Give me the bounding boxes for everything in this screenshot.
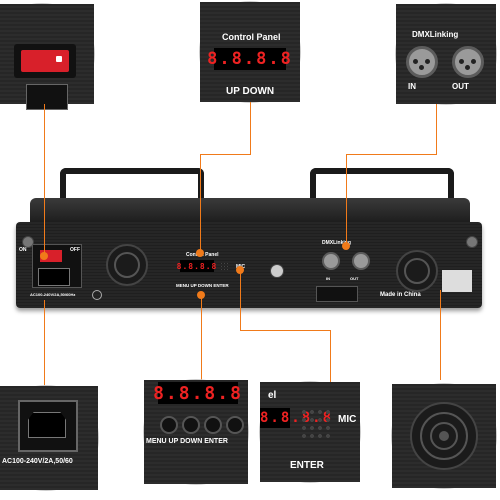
callout-line: [44, 104, 45, 254]
dmx-label: DMXLinking: [412, 30, 459, 39]
body-dmx-label: DMXLinking: [322, 240, 351, 246]
callout-line: [201, 295, 202, 385]
enter-button[interactable]: [226, 416, 244, 434]
control-panel-label: Control Panel: [222, 32, 281, 42]
dmx-in-connector[interactable]: [406, 46, 438, 78]
menu-buttons-label: MENU UP DOWN ENTER: [146, 438, 228, 445]
zoom-led-display: 8.8.8.8: [153, 382, 243, 404]
buttons-label: UP DOWN: [226, 86, 275, 97]
dmx-in-label: IN: [408, 82, 416, 91]
fan-right: [396, 250, 438, 292]
made-in-label: Made in China: [380, 292, 421, 298]
zoom-power-socket: AC100-240V/2A,50/60: [0, 386, 98, 490]
body-dmx-in[interactable]: [322, 252, 340, 270]
power-spec-label: AC100-240V/2A,50/60: [2, 458, 73, 465]
callout-line: [250, 102, 251, 154]
callout-line: [440, 290, 441, 380]
dmx-out-label: OUT: [452, 82, 469, 91]
callout-line: [240, 330, 330, 331]
rocker-mark: [56, 56, 62, 62]
callout-line: [240, 270, 241, 330]
callout-line: [200, 154, 201, 252]
body-out-label: OUT: [350, 276, 359, 281]
zoom-fan: [392, 384, 496, 488]
body-dmx-out[interactable]: [352, 252, 370, 270]
zoom-fan-grille: [410, 402, 478, 470]
callout-line: [346, 154, 347, 244]
zoom-menu-buttons: 8.8.8.8 MENU UP DOWN ENTER: [144, 380, 248, 484]
on-label: ON: [19, 247, 27, 253]
screw: [22, 236, 34, 248]
callout-line: [44, 300, 45, 400]
down-button[interactable]: [204, 416, 222, 434]
led-display: 8.8.8.8: [207, 48, 293, 70]
body-power-socket: [38, 268, 70, 286]
off-label: OFF: [70, 247, 80, 253]
body-in-label: IN: [326, 276, 330, 281]
zoom-mic: el 8.8.8.8 MIC ENTER: [260, 382, 360, 482]
zoom-control-panel: Control Panel 8.8.8.8 UP DOWN: [200, 2, 300, 102]
dmx-out-connector[interactable]: [452, 46, 484, 78]
callout-line: [330, 330, 331, 390]
body-led-display: 8.8.8.8: [176, 260, 218, 272]
body-center-screw: [270, 264, 284, 278]
fan-left: [106, 244, 148, 286]
socket-pins: [28, 412, 66, 438]
callout-line: [346, 154, 437, 155]
body-top: [30, 198, 470, 224]
screw: [466, 236, 478, 248]
body-mic-grille: [220, 262, 230, 272]
body-power-spec: AC100-240V/2A,50/60Hz: [30, 292, 76, 297]
mic-label: MIC: [338, 414, 357, 425]
zoom-dmx: DMXLinking IN OUT: [396, 4, 496, 104]
callout-dot: [40, 252, 48, 260]
rocker-switch[interactable]: [21, 50, 69, 72]
handle-left: [60, 168, 204, 206]
callout-line: [200, 154, 251, 155]
zoom-panel-label-frag: el: [268, 390, 277, 401]
menu-button[interactable]: [160, 416, 178, 434]
mic-grille: [300, 408, 330, 438]
callout-line: [436, 104, 437, 154]
up-button[interactable]: [182, 416, 200, 434]
body-small-panel: [316, 286, 358, 302]
callout-dot: [196, 249, 204, 257]
body-ground-symbol: [92, 290, 102, 300]
power-socket-top: [26, 84, 68, 110]
zoom-mic-display: 8.8.8.8: [260, 408, 331, 428]
body-spec-sticker: [442, 270, 472, 292]
enter-label: ENTER: [290, 460, 324, 471]
zoom-power-switch: [0, 4, 94, 110]
handle-right: [310, 168, 454, 206]
body-menu-label: MENU UP DOWN ENTER: [176, 283, 229, 288]
callout-dot: [342, 242, 350, 250]
